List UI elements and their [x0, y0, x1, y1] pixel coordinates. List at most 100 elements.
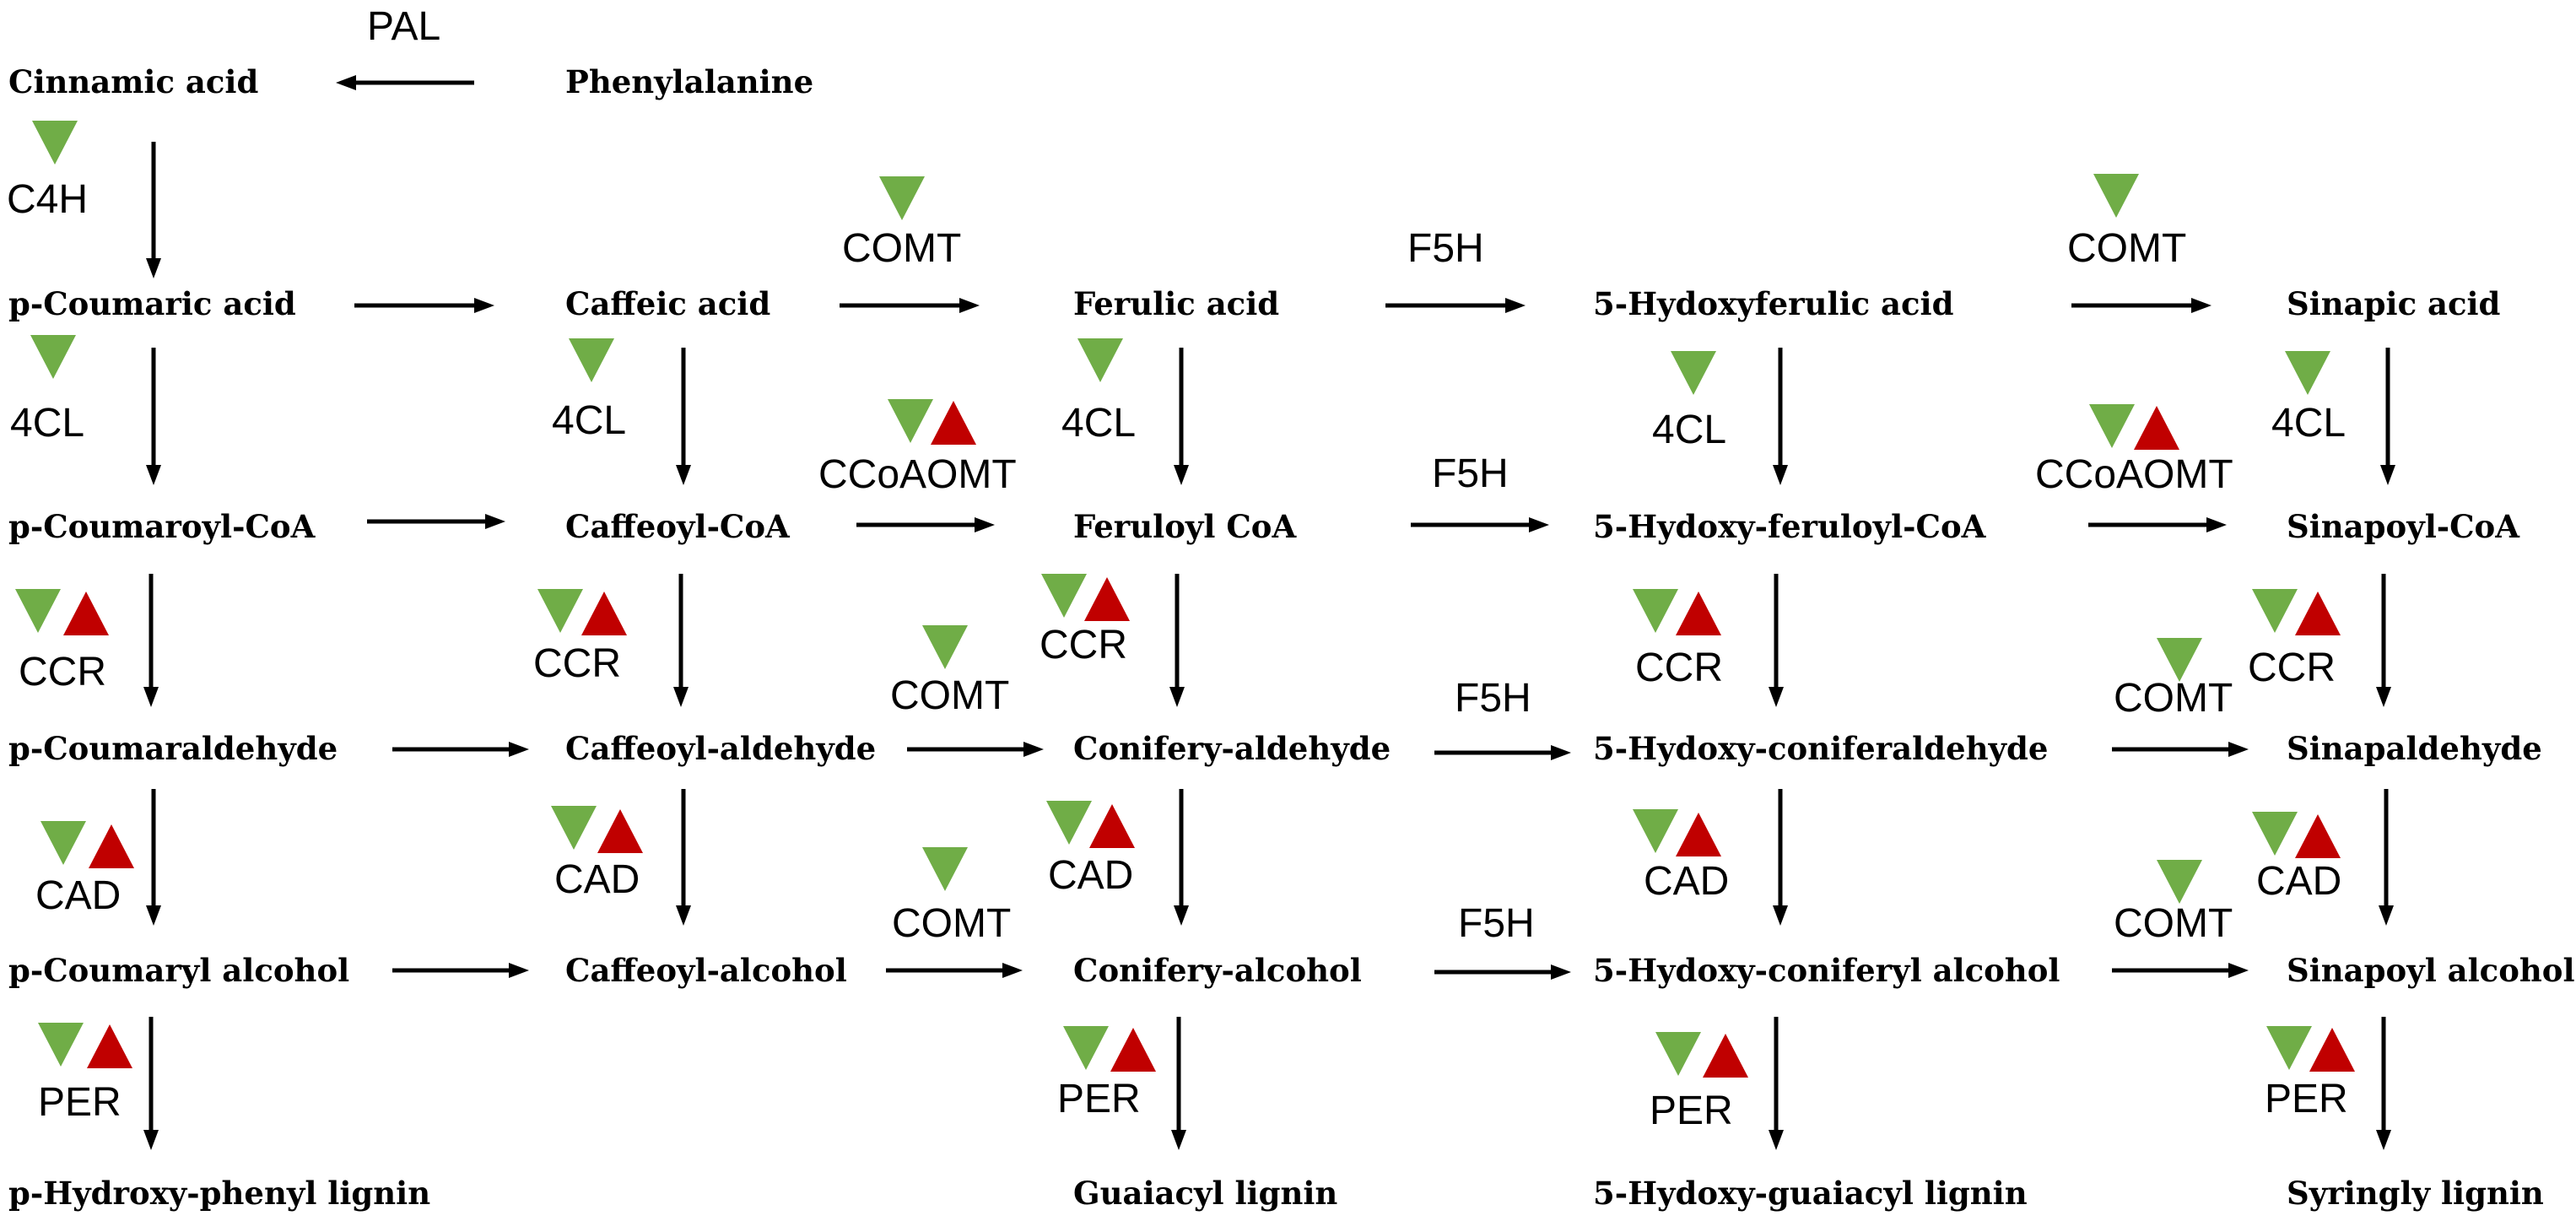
up-triangle-icon: [2295, 814, 2341, 858]
arrow-caffeoyl-aldehyde-to-conifery-aldehyde: [907, 742, 1044, 757]
arrow-ferulic-to-feruloyl-coa: [1174, 348, 1189, 485]
down-triangle-icon: [1655, 1032, 1701, 1076]
enzyme-label-comt: COMT: [892, 901, 1011, 946]
enzyme-label-ccoaomt: CCoAOMT: [818, 452, 1017, 497]
compound-phenylalanine: Phenylalanine: [565, 63, 813, 100]
enzyme-label-4cl: 4CL: [10, 401, 84, 446]
arrow-hydroxy-coniferaldehyde-to-sinapaldehyde: [2112, 742, 2249, 757]
compound-sinapic-acid: Sinapic acid: [2287, 285, 2500, 322]
compound-5-hydoxy-coniferyl-alcohol: 5-Hydoxy-coniferyl alcohol: [1593, 952, 2060, 989]
enzyme-label-cad: CAD: [554, 857, 640, 902]
down-triangle-icon: [1041, 574, 1087, 618]
enzyme-label-f5h: F5H: [1432, 451, 1509, 496]
down-regulation-markers: [15, 121, 2330, 1076]
compound-5-hydoxyferulic-acid: 5-Hydoxyferulic acid: [1593, 285, 1953, 322]
up-triangle-icon: [2134, 406, 2179, 450]
down-triangle-icon: [1633, 589, 1678, 633]
up-triangle-icon: [89, 824, 134, 868]
down-triangle-icon: [879, 176, 925, 220]
arrow-sinapic-to-sinapoyl-coa: [2380, 348, 2395, 485]
up-triangle-icon: [581, 592, 627, 635]
compound-caffeoyl-alcohol: Caffeoyl-alcohol: [565, 952, 847, 989]
down-triangle-icon: [569, 338, 614, 382]
enzyme-label-cad: CAD: [1048, 853, 1133, 898]
enzyme-label-f5h: F5H: [1407, 226, 1484, 271]
arrow-hydroxy-feruloyl-coa-to-sinapoyl-coa: [2088, 517, 2227, 532]
compound-conifery-alcohol: Conifery-alcohol: [1073, 952, 1362, 989]
up-triangle-icon: [2309, 1028, 2355, 1072]
up-triangle-icon: [1676, 592, 1721, 635]
arrow-conifery-aldehyde-to-conifery-alcohol: [1174, 789, 1189, 926]
compound-sinapoyl-coa: Sinapoyl-CoA: [2287, 508, 2520, 545]
arrow-sinapaldehyde-to-sinapoyl-alcohol: [2379, 789, 2394, 926]
compound-5-hydoxy-coniferaldehyde: 5-Hydoxy-coniferaldehyde: [1593, 730, 2048, 767]
enzyme-label-comt: COMT: [890, 673, 1009, 718]
arrow-coumaroyl-coa-to-caffeoyl-coa: [367, 514, 505, 529]
enzyme-label-f5h: F5H: [1458, 901, 1535, 946]
compound-caffeoyl-aldehyde: Caffeoyl-aldehyde: [565, 730, 876, 767]
compound-ferulic-acid: Ferulic acid: [1073, 285, 1279, 322]
arrow-hydroxyferulic-to-sinapic: [2071, 298, 2211, 313]
arrow-coumaraldehyde-to-coumaryl-alcohol: [146, 789, 161, 926]
down-triangle-icon: [1046, 801, 1092, 845]
down-triangle-icon: [30, 335, 76, 379]
down-triangle-icon: [38, 1023, 84, 1067]
enzyme-label-comt: COMT: [842, 226, 961, 271]
enzyme-label-cad: CAD: [1644, 859, 1729, 904]
enzyme-label-per: PER: [2265, 1077, 2348, 1121]
enzyme-label-pal: PAL: [367, 4, 440, 49]
arrow-caffeoyl-coa-to-caffeoyl-aldehyde: [673, 574, 689, 707]
down-triangle-icon: [15, 589, 61, 633]
arrow-coumaraldehyde-to-caffeoyl-aldehyde: [392, 742, 529, 757]
down-triangle-icon: [888, 399, 933, 443]
down-triangle-icon: [2089, 404, 2135, 448]
enzyme-label-comt: COMT: [2114, 676, 2233, 721]
arrow-coumaroyl-coa-to-coumaraldehyde: [143, 574, 159, 707]
up-triangle-icon: [1676, 813, 1721, 856]
arrow-hydroxy-coniferaldehyde-to-hydroxy-coniferyl-alcohol: [1773, 789, 1788, 926]
up-triangle-icon: [2295, 592, 2341, 635]
enzyme-label-per: PER: [1057, 1077, 1141, 1121]
enzyme-label-comt: COMT: [2114, 901, 2233, 946]
enzyme-labels: PAL C4H COMT F5H COMT 4CL 4CL CCoAOMT 4C…: [7, 4, 2348, 1133]
arrow-caffeic-to-ferulic: [840, 298, 980, 313]
down-triangle-icon: [41, 821, 86, 865]
down-triangle-icon: [1077, 338, 1123, 382]
enzyme-label-ccr: CCR: [2248, 646, 2336, 690]
down-triangle-icon: [2093, 174, 2139, 218]
down-triangle-icon: [32, 121, 78, 165]
compound-cinnamic-acid: Cinnamic acid: [8, 63, 258, 100]
compound-conifery-aldehyde: Conifery-aldehyde: [1073, 730, 1391, 767]
enzyme-label-4cl: 4CL: [552, 398, 626, 443]
arrow-feruloyl-coa-to-conifery-aldehyde: [1169, 574, 1185, 707]
horizontal-arrows: [336, 75, 2249, 980]
compound-5-hydoxy-guaiacyl-lignin: 5-Hydoxy-guaiacyl lignin: [1593, 1175, 2028, 1212]
up-triangle-icon: [1703, 1034, 1748, 1078]
enzyme-label-cad: CAD: [35, 873, 121, 918]
compounds: Cinnamic acid Phenylalanine p-Coumaric a…: [8, 63, 2575, 1212]
up-triangle-icon: [63, 592, 109, 635]
enzyme-label-ccr: CCR: [1040, 623, 1127, 667]
down-triangle-icon: [2266, 1026, 2312, 1070]
down-triangle-icon: [537, 589, 583, 633]
up-regulation-markers: [63, 401, 2355, 1078]
compound-p-coumaraldehyde: p-Coumaraldehyde: [8, 730, 338, 767]
arrow-caffeoyl-coa-to-feruloyl-coa: [856, 517, 995, 532]
arrow-hydroxy-coniferyl-alcohol-to-hydroxy-guaiacyl-lignin: [1769, 1017, 1784, 1150]
arrow-caffeoyl-aldehyde-to-caffeoyl-alcohol: [676, 789, 691, 926]
arrow-conifery-aldehyde-to-hydroxy-coniferaldehyde: [1434, 745, 1571, 760]
arrow-hydroxyferulic-to-hydroxy-feruloyl-coa: [1773, 348, 1788, 485]
compound-caffeic-acid: Caffeic acid: [565, 285, 770, 322]
enzyme-label-ccr: CCR: [19, 650, 106, 694]
arrow-caffeoyl-alcohol-to-conifery-alcohol: [886, 963, 1023, 978]
compound-caffeoyl-coa: Caffeoyl-CoA: [565, 508, 791, 545]
down-triangle-icon: [1671, 351, 1716, 395]
up-triangle-icon: [1084, 577, 1130, 621]
arrow-ferulic-to-hydroxyferulic: [1385, 298, 1526, 313]
enzyme-label-cad: CAD: [2256, 859, 2341, 904]
down-triangle-icon: [1633, 809, 1678, 853]
arrow-coumaryl-alcohol-to-hydroxyphenyl-lignin: [143, 1017, 159, 1150]
down-triangle-icon: [922, 625, 968, 669]
compound-p-coumaric-acid: p-Coumaric acid: [8, 285, 296, 322]
